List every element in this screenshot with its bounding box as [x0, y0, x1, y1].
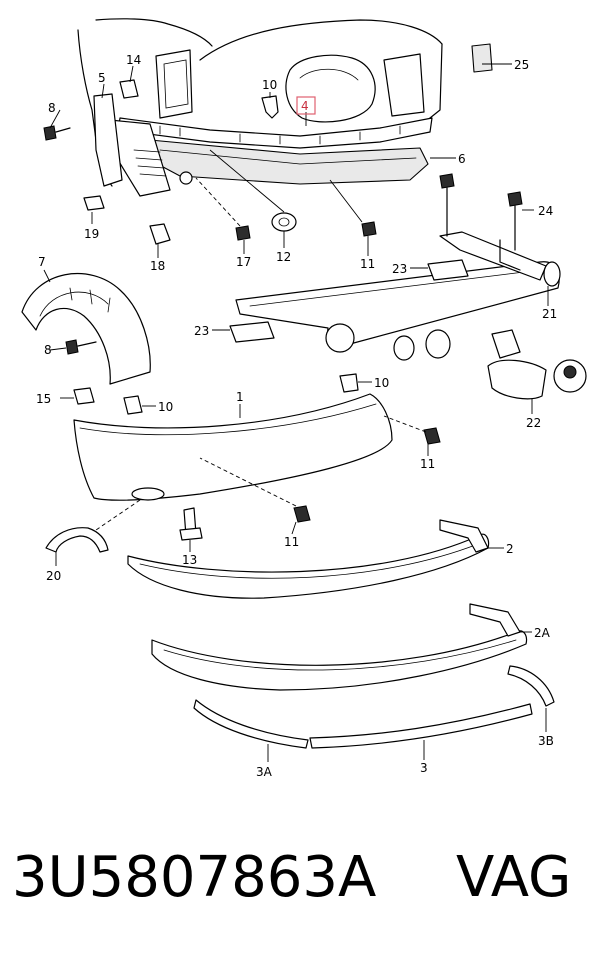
- plate-part-23-right: [427, 259, 469, 281]
- part-footer: 3U5807863A VAG: [0, 845, 600, 925]
- screw-part-17: [195, 177, 251, 241]
- clip-part-10-left: [123, 395, 143, 415]
- trim-strip-part-2a: [151, 603, 528, 691]
- bolt-part-8-upper: [43, 125, 71, 141]
- screw-part-11-right: [383, 415, 441, 445]
- screw-part-11-bottom: [199, 457, 311, 523]
- callout-10-left[interactable]: 10: [158, 400, 173, 414]
- callout-1[interactable]: 1: [236, 390, 244, 404]
- callout-19[interactable]: 19: [84, 227, 99, 241]
- screw-part-11-top: [329, 179, 377, 237]
- brand-label: VAG: [456, 845, 572, 910]
- bolt-part-13: [179, 507, 203, 541]
- nut-part-15: [73, 387, 95, 405]
- callout-23-right[interactable]: 23: [392, 262, 407, 276]
- nut-part-19: [83, 195, 105, 211]
- callout-13[interactable]: 13: [182, 553, 197, 567]
- callout-18[interactable]: 18: [150, 259, 165, 273]
- callout-2[interactable]: 2: [506, 542, 514, 556]
- wheel-arch-liner-part-7: [21, 273, 151, 385]
- trim-strip-part-3a: [193, 699, 309, 749]
- callout-6[interactable]: 6: [458, 152, 466, 166]
- callout-23-left[interactable]: 23: [194, 324, 209, 338]
- callout-15[interactable]: 15: [36, 392, 51, 406]
- clip-part-25: [471, 43, 493, 73]
- callout-22[interactable]: 22: [526, 416, 541, 430]
- callout-7[interactable]: 7: [38, 255, 46, 269]
- clip-part-18: [149, 223, 171, 245]
- callout-24[interactable]: 24: [538, 204, 553, 218]
- callout-3b[interactable]: 3B: [538, 734, 554, 748]
- callout-21[interactable]: 21: [542, 307, 557, 321]
- exploded-view-drawing: 4 25 14 5 8 10 6 19 18 17 12 11 24 23 23…: [21, 18, 587, 779]
- bracket-part-5: [93, 93, 123, 187]
- callout-11-bottom[interactable]: 11: [284, 535, 299, 549]
- clip-part-10-top: [261, 95, 279, 119]
- callout-2a[interactable]: 2A: [534, 626, 551, 640]
- callout-20[interactable]: 20: [46, 569, 61, 583]
- leader-lines: [43, 63, 549, 762]
- tow-bar-part-21: [235, 231, 561, 361]
- bolt-part-8-lower: [65, 339, 97, 355]
- callout-labels: 25 14 5 8 10 6 19 18 17 12 11 24 23 23 2…: [36, 53, 557, 779]
- grommet-part-12: [209, 149, 297, 232]
- callout-11-right[interactable]: 11: [420, 457, 435, 471]
- callout-12[interactable]: 12: [276, 250, 291, 264]
- callout-3a[interactable]: 3A: [256, 765, 273, 779]
- trim-strip-part-2: [127, 519, 490, 599]
- callout-10-top[interactable]: 10: [262, 78, 277, 92]
- callout-14[interactable]: 14: [126, 53, 141, 67]
- part-number: 3U5807863A: [12, 845, 377, 910]
- callout-4[interactable]: 4: [301, 99, 309, 113]
- callout-25[interactable]: 25: [514, 58, 529, 72]
- callout-8-upper[interactable]: 8: [48, 101, 56, 115]
- bumper-cover-part-1: [73, 393, 393, 531]
- callout-8-lower[interactable]: 8: [44, 343, 52, 357]
- bracket-part-20: [45, 527, 109, 553]
- clip-part-10-right: [339, 373, 359, 393]
- clip-part-14: [119, 79, 139, 99]
- car-body-rear: [77, 18, 443, 197]
- callout-10-right[interactable]: 10: [374, 376, 389, 390]
- trim-strip-part-3: [309, 665, 555, 749]
- tow-ball-part-22: [487, 329, 587, 400]
- callout-3[interactable]: 3: [420, 761, 428, 775]
- bolt-part-24: [439, 173, 523, 251]
- plate-part-23-left: [229, 321, 275, 343]
- callout-17[interactable]: 17: [236, 255, 251, 269]
- callout-5[interactable]: 5: [98, 71, 106, 85]
- callout-11-top[interactable]: 11: [360, 257, 375, 271]
- highlight-box: [296, 96, 316, 115]
